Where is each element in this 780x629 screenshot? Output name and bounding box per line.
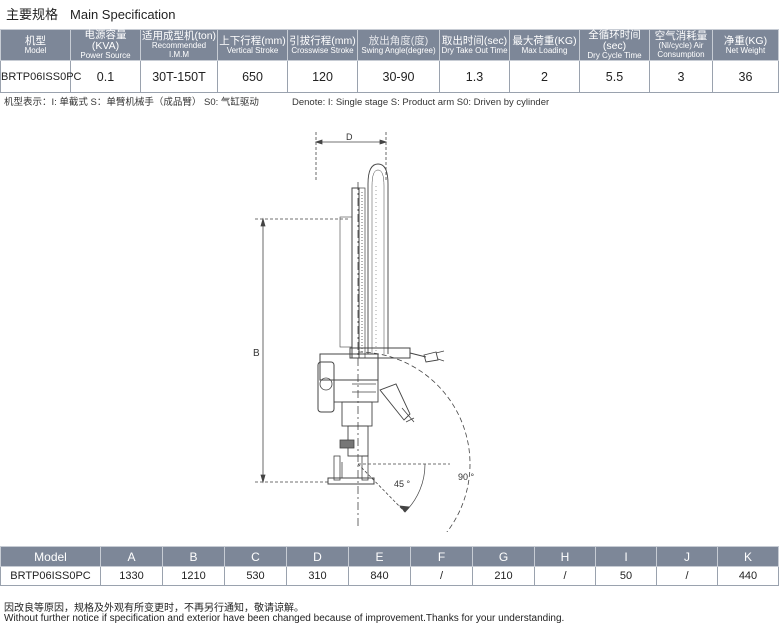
dim-header-f: F — [410, 546, 473, 567]
dim-header-a: A — [100, 546, 163, 567]
dim-value-j: / — [656, 566, 718, 586]
dim-value-model: BRTP06ISS0PC — [0, 566, 101, 586]
spec-header-vertical: 上下行程(mm)Vertical Stroke — [217, 28, 288, 62]
dim-header-g: G — [472, 546, 535, 567]
spec-value-imm: 30T-150T — [140, 60, 218, 94]
denote-cn: 机型表示：I: 单截式 S：单臂机械手（成品臂） S0: 气缸驱动 — [4, 97, 259, 108]
dim-header-k: K — [717, 546, 779, 567]
dim-value-e: 840 — [348, 566, 411, 586]
denote-line: 机型表示：I: 单截式 S：单臂机械手（成品臂） S0: 气缸驱动 Denote:… — [4, 94, 549, 108]
spec-header-power: 电源容量(KVA)Power Source — [70, 28, 141, 62]
spec-header-imm: 适用成型机(ton)Recommended I.M.M — [140, 28, 218, 62]
spec-header-takeout: 取出时间(sec)Dry Take Out Time — [439, 28, 510, 62]
spec-header-loading: 最大荷重(KG)Max Loading — [509, 28, 580, 62]
dim-header-d: D — [286, 546, 349, 567]
dim-value-d: 310 — [286, 566, 349, 586]
spec-value-power: 0.1 — [70, 60, 141, 94]
product-gripper — [349, 347, 445, 363]
spec-value-weight: 36 — [712, 60, 779, 94]
dim-value-h: / — [534, 566, 596, 586]
dim-header-i: I — [595, 546, 657, 567]
spec-value-crosswise: 120 — [287, 60, 358, 94]
dim-value-b: 1210 — [162, 566, 225, 586]
spec-value-model: BRTP06ISS0PC — [0, 60, 82, 94]
denote-en: Denote: I: Single stage S: Product arm S… — [292, 97, 550, 108]
robot-arm-drawing: D B — [253, 132, 475, 532]
dim-header-row: Model A B C D E F G H I J K — [0, 546, 779, 567]
dim-value-c: 530 — [224, 566, 287, 586]
dim-value-a: 1330 — [100, 566, 163, 586]
swing-angles: 45 ° 90 ° — [357, 351, 475, 532]
spec-value-cycle: 5.5 — [579, 60, 650, 94]
robot-body — [317, 353, 415, 485]
footer-note-en: Without further notice if specification … — [4, 613, 565, 624]
spec-header-weight: 净重(KG)Net Weight — [712, 28, 779, 62]
spec-value-takeout: 1.3 — [439, 60, 510, 94]
dim-header-b: B — [162, 546, 225, 567]
dim-header-model: Model — [0, 546, 101, 567]
spec-header-swing: 放出角度(度)Swing Angle(degree) — [357, 28, 440, 62]
spec-header-crosswise: 引拔行程(mm)Crosswise Stroke — [287, 28, 358, 62]
spec-header-air: 空气消耗量(Nl/cycle) Air Consumption — [649, 28, 713, 62]
dim-header-h: H — [534, 546, 596, 567]
dimension-b: B — [253, 217, 350, 484]
section-title: 主要规格 Main Specification — [6, 4, 176, 23]
dim-header-j: J — [656, 546, 718, 567]
dim-value-k: 440 — [717, 566, 779, 586]
dim-value-f: / — [410, 566, 473, 586]
dim-value-g: 210 — [472, 566, 535, 586]
dim-header-e: E — [348, 546, 411, 567]
footer-note-cn: 因改良等原因，规格及外观有所变更时，不再另行通知，敬请谅解。 — [4, 603, 304, 614]
label-b: B — [253, 348, 260, 359]
spec-value-loading: 2 — [509, 60, 580, 94]
spec-value-swing: 30-90 — [357, 60, 440, 94]
dim-header-c: C — [224, 546, 287, 567]
spec-value-vertical: 650 — [217, 60, 288, 94]
spec-value-air: 3 — [649, 60, 713, 94]
label-90: 90 ° — [458, 472, 475, 482]
dim-value-i: 50 — [595, 566, 657, 586]
dim-value-row: BRTP06ISS0PC 1330 1210 530 310 840 / 210… — [0, 566, 779, 586]
label-d: D — [346, 132, 353, 142]
section-title-cn: 主要规格 — [6, 7, 59, 22]
spec-header-cycle: 全循环时间(sec)Dry Cycle Time — [579, 28, 650, 62]
dimension-d: D — [314, 132, 388, 182]
section-title-en: Main Specification — [70, 7, 176, 22]
spec-value-row: BRTP06ISS0PC 0.1 30T-150T 650 120 30-90 … — [0, 60, 779, 94]
vertical-arm — [339, 163, 389, 359]
label-45: 45 ° — [394, 479, 411, 489]
dimension-table: Model A B C D E F G H I J K BRTP06ISS0PC… — [0, 546, 779, 586]
